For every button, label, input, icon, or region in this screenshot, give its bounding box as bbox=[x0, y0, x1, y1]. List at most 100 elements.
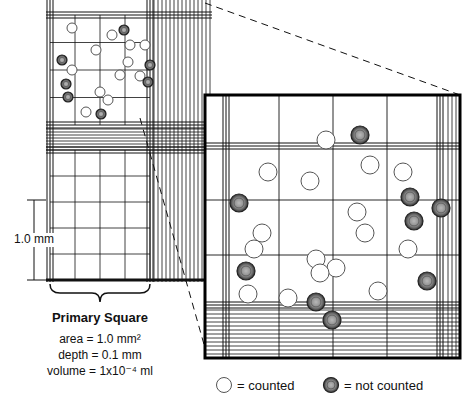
cell-ring bbox=[234, 198, 244, 208]
grid-line bbox=[46, 12, 212, 13]
counted-cell bbox=[361, 156, 379, 174]
counted-cell bbox=[356, 224, 374, 242]
cell-ring bbox=[121, 27, 127, 33]
zoom-ground bbox=[205, 95, 460, 358]
fine-line bbox=[206, 338, 459, 339]
grid-line bbox=[46, 125, 212, 126]
grid-line bbox=[75, 150, 76, 280]
heading: Primary Square bbox=[51, 311, 149, 326]
counted-cell bbox=[394, 163, 412, 181]
legend-swatch bbox=[215, 376, 233, 394]
not-counted-cell bbox=[119, 25, 129, 35]
counted-cell bbox=[140, 40, 150, 50]
fine-line bbox=[206, 330, 459, 331]
grid-line bbox=[46, 15, 212, 16]
not-counted-cell bbox=[323, 311, 341, 329]
cell-ring bbox=[405, 192, 415, 202]
fine-line bbox=[46, 147, 212, 148]
counted-cell bbox=[348, 203, 366, 221]
zoom-leader bbox=[140, 118, 207, 355]
counted-cell bbox=[91, 45, 101, 55]
grid-line bbox=[50, 202, 150, 203]
grid-line bbox=[437, 96, 438, 357]
counted-cell bbox=[95, 87, 105, 97]
legend-text: = counted bbox=[237, 378, 294, 393]
fine-line bbox=[206, 334, 459, 335]
cell-ring bbox=[327, 315, 337, 325]
counted-cell bbox=[107, 30, 117, 40]
counted-cell bbox=[125, 40, 135, 50]
cell-ring bbox=[98, 111, 104, 117]
not-counted-cell bbox=[351, 126, 369, 144]
cell-ring bbox=[422, 276, 432, 286]
counted-cell bbox=[123, 57, 133, 67]
not-counted-cell bbox=[145, 60, 155, 70]
not-counted-cell bbox=[432, 199, 450, 217]
counted-cell bbox=[311, 264, 329, 282]
dimension-tick bbox=[27, 280, 46, 281]
not-counted-cell bbox=[63, 92, 73, 102]
counted-cell bbox=[369, 282, 387, 300]
not-counted-cell bbox=[61, 79, 71, 89]
counted-cell bbox=[253, 224, 271, 242]
cell-ring bbox=[327, 381, 335, 389]
counted-cell bbox=[301, 172, 319, 190]
counted-cell bbox=[399, 240, 417, 258]
counted-cell bbox=[327, 259, 345, 277]
cell-ring bbox=[147, 62, 153, 68]
fine-line bbox=[46, 132, 212, 133]
primary-square-edge bbox=[46, 279, 212, 282]
cell-ring bbox=[311, 297, 321, 307]
grid-line bbox=[46, 122, 212, 123]
grid-line bbox=[46, 153, 212, 154]
grid-line bbox=[50, 228, 150, 229]
grid-line bbox=[46, 128, 212, 129]
dimension-label: 1.0 mm bbox=[13, 233, 55, 247]
counted-cell bbox=[239, 285, 257, 303]
grid-line bbox=[206, 149, 459, 150]
cell-ring bbox=[355, 130, 365, 140]
fine-line bbox=[46, 144, 212, 145]
cell-ring bbox=[145, 79, 151, 85]
cell-ring bbox=[59, 57, 65, 63]
not-counted-cell bbox=[57, 55, 67, 65]
counted-cell bbox=[279, 289, 297, 307]
grid-line bbox=[440, 96, 441, 357]
grid-line bbox=[279, 96, 280, 357]
not-counted-cell bbox=[96, 109, 106, 119]
fine-line bbox=[46, 135, 212, 136]
grid-line bbox=[223, 96, 224, 357]
not-counted-cell bbox=[307, 293, 325, 311]
counted-cell bbox=[259, 163, 277, 181]
cell-ring bbox=[241, 266, 251, 276]
grid-line bbox=[100, 150, 101, 280]
grid-line bbox=[46, 147, 212, 148]
legend-swatch bbox=[322, 376, 340, 394]
grid-line bbox=[125, 150, 126, 280]
legend-item: = counted bbox=[215, 376, 294, 394]
counted-cell bbox=[103, 95, 113, 105]
counted-cell bbox=[81, 107, 91, 117]
zoom-leader bbox=[205, 3, 460, 95]
spec-text: volume = 1x10⁻⁴ ml bbox=[46, 365, 154, 379]
brace bbox=[50, 284, 150, 302]
legend-cell bbox=[217, 378, 232, 393]
counted-cell bbox=[115, 70, 125, 80]
counted-cell bbox=[317, 131, 335, 149]
spec-text: area = 1.0 mm² bbox=[58, 333, 142, 347]
not-counted-cell bbox=[230, 194, 248, 212]
fine-line bbox=[206, 346, 459, 347]
fine-line bbox=[206, 350, 459, 351]
zoom-frame bbox=[205, 95, 460, 358]
grid-line bbox=[50, 254, 150, 255]
fine-line bbox=[46, 129, 212, 130]
fine-line bbox=[46, 150, 212, 151]
fine-line bbox=[206, 310, 459, 311]
grid-line bbox=[50, 70, 150, 71]
not-counted-cell bbox=[418, 272, 436, 290]
grid-line bbox=[46, 150, 212, 151]
grid-line bbox=[229, 96, 230, 357]
grid-line bbox=[206, 305, 459, 306]
dimension-tick bbox=[27, 200, 46, 201]
grid-line bbox=[226, 96, 227, 357]
